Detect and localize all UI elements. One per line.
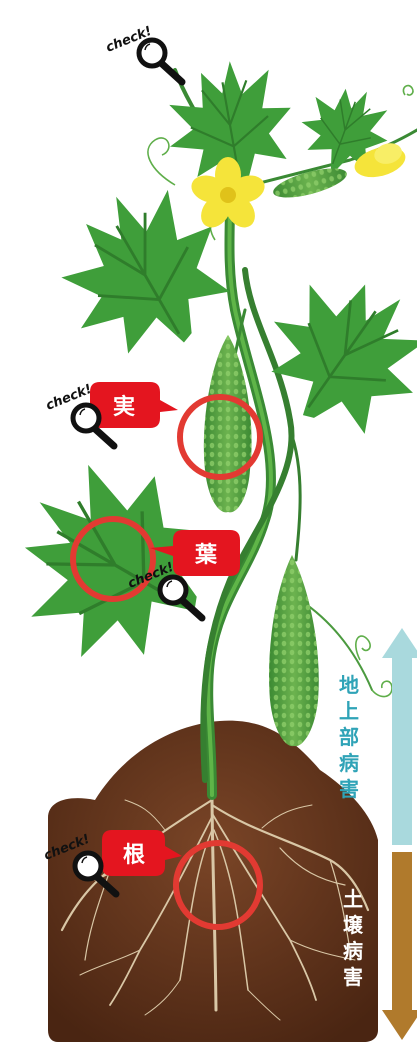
soil-arrow — [382, 852, 417, 1040]
fruit-tag-label: 実 — [113, 394, 135, 420]
above-ground-char: 部 — [339, 725, 359, 749]
check-marker-fruit[interactable]: check! 実 — [44, 382, 178, 446]
soil-char: 病 — [343, 939, 363, 963]
soil-char: 壌 — [343, 913, 364, 937]
leaf-tag-label: 葉 — [194, 543, 218, 568]
soil-char: 土 — [343, 887, 363, 911]
above-ground-char: 地 — [339, 673, 359, 697]
magnifier-icon — [139, 40, 182, 82]
above-ground-label: 地 上 部 病 害 — [339, 673, 359, 801]
check-marker-top[interactable]: check! — [104, 24, 182, 82]
above-ground-char: 上 — [339, 699, 359, 723]
above-ground-arrow — [382, 628, 417, 845]
above-ground-char: 病 — [339, 751, 359, 775]
leaves — [0, 52, 417, 694]
root-tag-label: 根 — [123, 843, 145, 868]
soil-char: 害 — [343, 965, 363, 989]
above-ground-char: 害 — [339, 777, 359, 801]
